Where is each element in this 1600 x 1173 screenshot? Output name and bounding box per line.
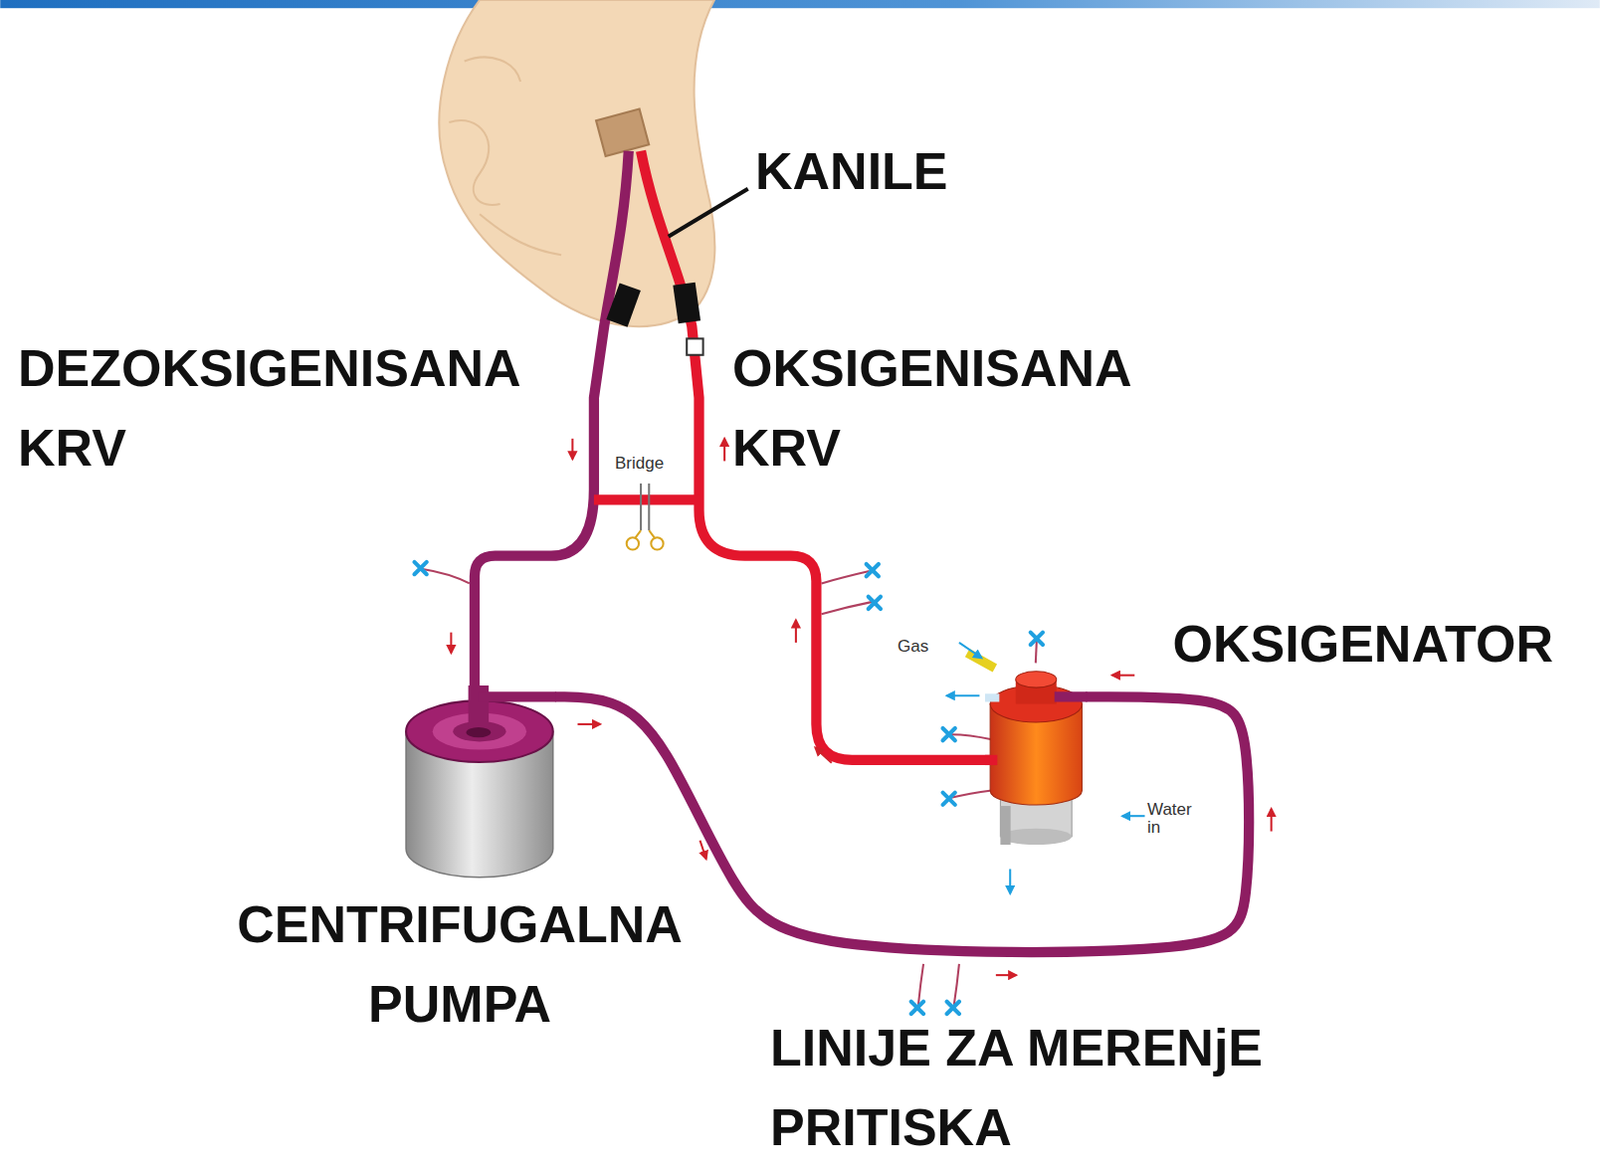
bridge-clamp bbox=[626, 483, 664, 551]
venous-tube bbox=[474, 151, 629, 715]
oxygenator-part bbox=[985, 755, 998, 766]
gas-out-arrow bbox=[947, 694, 981, 697]
gas-port bbox=[967, 652, 996, 668]
blood-label: OKSIGENISANA KRV bbox=[732, 328, 1202, 488]
centrifugal-pump: CENTRIFUGALNA PUMPA bbox=[402, 685, 557, 880]
water-out-arrow bbox=[1008, 868, 1011, 894]
blood-label: DEZOKSIGENISANA KRV bbox=[17, 328, 576, 488]
top-bar bbox=[0, 0, 1600, 8]
gas-arrow bbox=[959, 642, 983, 658]
pressure-lines-label: LINIJE ZA MERENjE PRITISKA bbox=[770, 1007, 1368, 1168]
water-arrow bbox=[1122, 814, 1146, 817]
water-label: Water in bbox=[1147, 800, 1200, 837]
oxygenator-part bbox=[1014, 671, 1056, 688]
oxygenator-part bbox=[1000, 805, 1010, 845]
node-shape bbox=[402, 685, 557, 880]
bridge-label: Bridge bbox=[614, 454, 695, 473]
bridge-tube bbox=[594, 494, 700, 505]
oxygenator: OKSIGENATOR bbox=[985, 642, 1088, 847]
oxygenator-part bbox=[985, 693, 1000, 702]
pump-part bbox=[478, 691, 557, 702]
pump-part bbox=[466, 727, 492, 738]
component-label: CENTRIFUGALNA PUMPA bbox=[210, 884, 709, 1044]
component-label: OKSIGENATOR bbox=[1173, 603, 1592, 684]
flow-arrows bbox=[450, 438, 1271, 976]
tube-connector bbox=[672, 282, 701, 325]
oxygenator-part bbox=[1053, 691, 1087, 702]
oxygenator-part bbox=[1000, 828, 1072, 845]
gas-label: Gas bbox=[897, 637, 948, 656]
leader-line bbox=[668, 189, 749, 237]
tube-connector bbox=[605, 282, 641, 327]
node-shape bbox=[985, 642, 1088, 847]
sampling-port bbox=[686, 338, 703, 355]
cannula-label: KANILE bbox=[755, 131, 1154, 211]
